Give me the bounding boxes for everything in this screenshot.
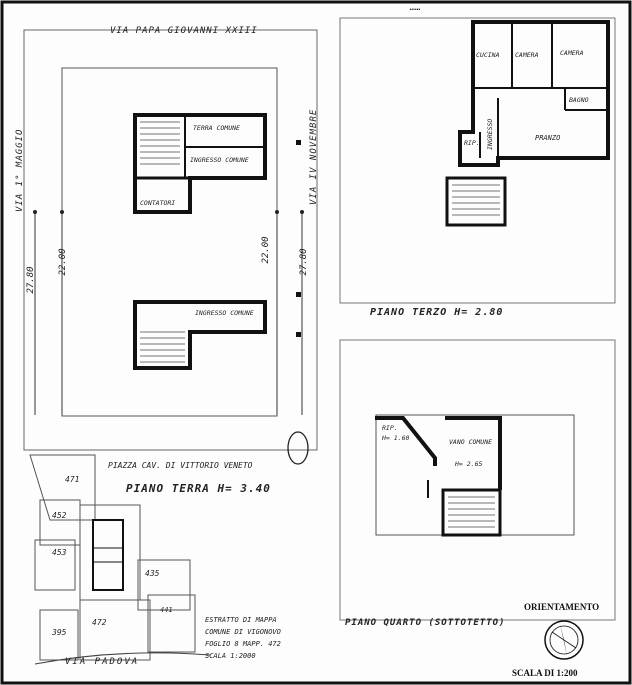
room-bagno: BAGNO bbox=[569, 96, 589, 104]
fourth-floor-title: PIANO QUARTO (SOTTOTETTO) bbox=[345, 618, 505, 628]
cadastral-line-1: ESTRATTO DI MAPPA bbox=[205, 616, 277, 624]
parcel-471: 471 bbox=[65, 475, 79, 484]
room-rip-4: RIP. bbox=[382, 424, 398, 432]
room-pranzo: PRANZO bbox=[535, 134, 560, 142]
compass-icon bbox=[544, 620, 584, 660]
piazza-roundabout bbox=[287, 431, 309, 465]
dim-left-inner: 22.00 bbox=[58, 248, 68, 275]
room-vano-comune: VANO COMUNE bbox=[449, 438, 492, 446]
dim-left-outer: 27.80 bbox=[26, 266, 36, 293]
room-ingresso-upper: INGRESSO COMUNE bbox=[190, 156, 249, 164]
scale-label: SCALA DI 1:200 bbox=[512, 668, 578, 678]
room-terra-comune: TERRA COMUNE bbox=[193, 124, 240, 132]
street-right: VIA IV NOVEMBRE bbox=[309, 109, 319, 205]
site-plan: 27.80 22.00 22.00 27.80 VIA PAPA GIOVANN… bbox=[15, 26, 319, 495]
parcel-building bbox=[92, 519, 124, 591]
room-contatori: CONTATORI bbox=[140, 199, 175, 207]
dim-right-outer: 27.80 bbox=[299, 248, 309, 275]
room-camera-1: CAMERA bbox=[515, 51, 539, 59]
room-camera-2: CAMERA bbox=[560, 49, 584, 57]
cadastral-line-4: SCALA 1:2000 bbox=[205, 652, 256, 660]
parcel-435: 435 bbox=[145, 569, 160, 578]
street-left: VIA 1° MAGGIO bbox=[15, 129, 25, 212]
room-rip-3: RIP. bbox=[464, 139, 480, 147]
street-top: VIA PAPA GIOVANNI XXIII bbox=[110, 26, 258, 36]
fourth-floor-plan: RIP. H= 1.60 VANO COMUNE H= 2.65 PIANO Q… bbox=[339, 339, 616, 628]
stair-block-lower: INGRESSO COMUNE bbox=[133, 300, 267, 370]
cadastral-map: 471 452 453 435 472 395 441 VIA PADOVA E… bbox=[29, 454, 281, 667]
stair-block-upper: TERRA COMUNE INGRESSO COMUNE CONTATORI bbox=[133, 113, 267, 214]
top-right-fragment: …… bbox=[409, 3, 421, 13]
cadastral-line-3: FOGLIO 8 MAPP. 472 bbox=[205, 640, 281, 648]
room-ingresso-lower: INGRESSO COMUNE bbox=[195, 309, 254, 317]
parcel-395: 395 bbox=[51, 628, 67, 637]
parcel-472: 472 bbox=[92, 618, 107, 627]
cadastral-line-2: COMUNE DI VIGONOVO bbox=[205, 628, 281, 636]
room-ingresso-3: INGRESSO bbox=[486, 119, 494, 150]
parcel-441: 441 bbox=[160, 606, 173, 614]
parcel-453: 453 bbox=[52, 548, 67, 557]
site-lot-outline bbox=[23, 29, 318, 451]
room-cucina: CUCINA bbox=[476, 51, 500, 59]
parcel-452: 452 bbox=[52, 511, 67, 520]
street-piazza: PIAZZA CAV. DI VITTORIO VENETO bbox=[108, 461, 253, 470]
street-bottom: VIA PADOVA bbox=[65, 657, 139, 667]
third-floor-title: PIANO TERZO H= 2.80 bbox=[370, 307, 503, 318]
dim-right-inner: 22.00 bbox=[261, 236, 271, 263]
building-footprint bbox=[61, 67, 278, 417]
ground-floor-title: PIANO TERRA H= 3.40 bbox=[126, 482, 271, 495]
room-rip-4-h: H= 1.60 bbox=[381, 434, 409, 442]
room-vano-h: H= 2.65 bbox=[454, 460, 482, 468]
orientamento-label: ORIENTAMENTO bbox=[524, 602, 599, 612]
third-floor-plan: CUCINA CAMERA CAMERA BAGNO INGRESSO RIP.… bbox=[339, 17, 616, 318]
